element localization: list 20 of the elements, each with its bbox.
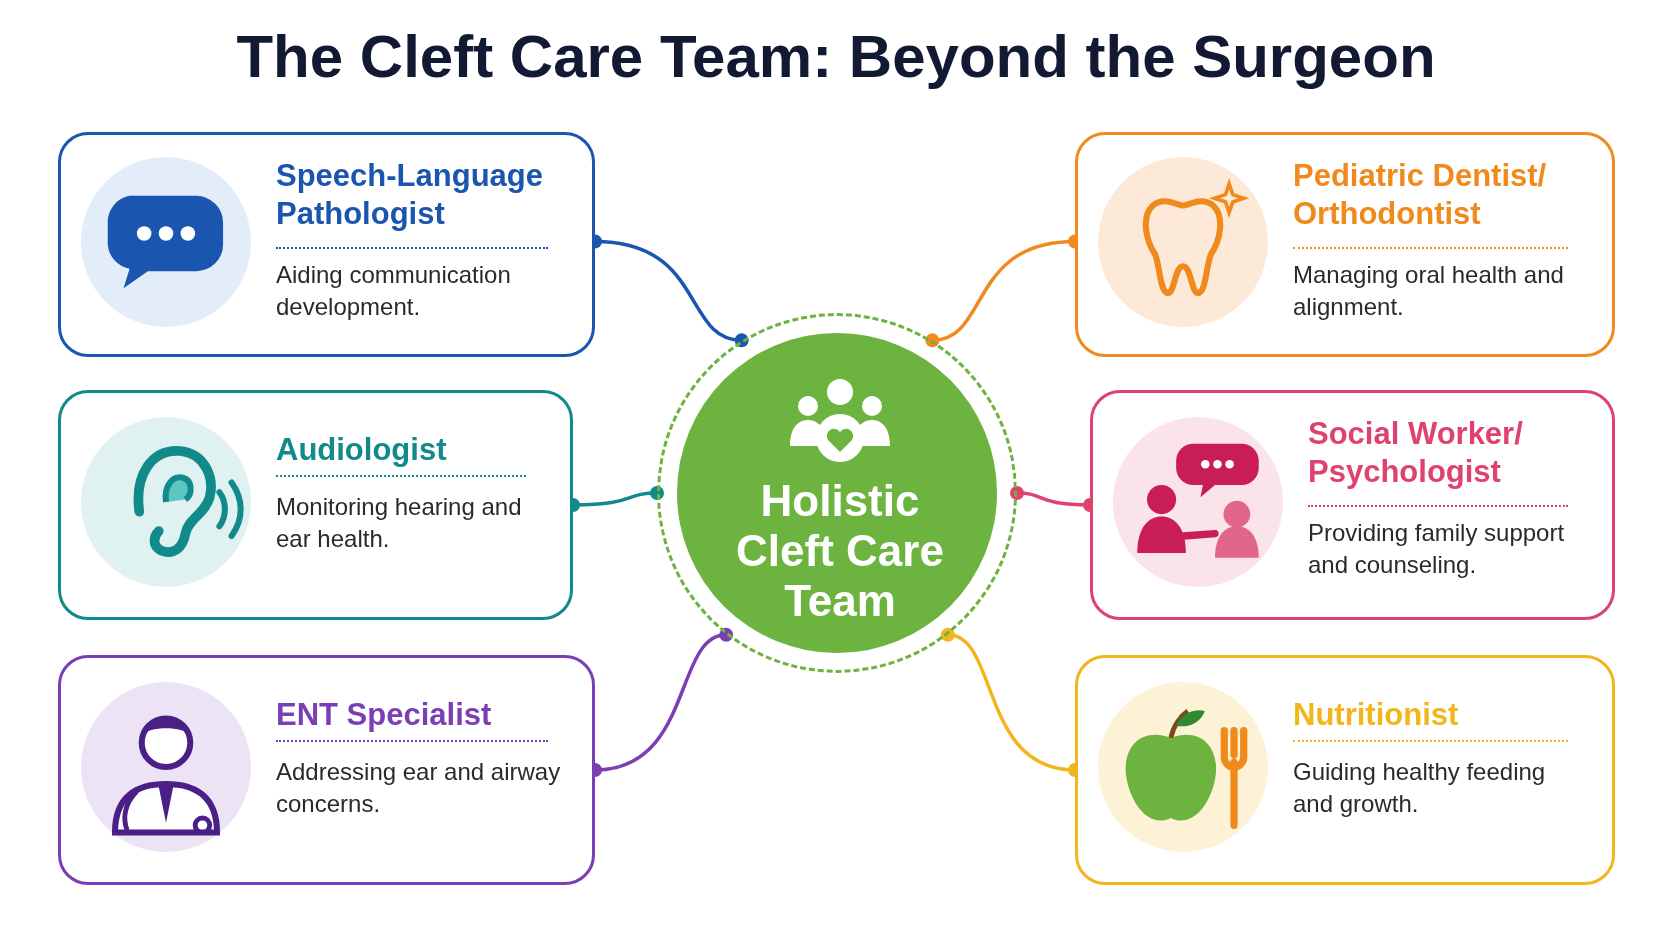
role-title: Pediatric Dentist/ Orthodontist <box>1293 157 1548 233</box>
role-description: Monitoring hearing and ear health. <box>276 492 523 554</box>
role-title: ENT Specialist <box>276 696 493 734</box>
hub-label: Holistic Cleft Care Team <box>735 476 945 626</box>
role-description: Managing oral health and alignment. <box>1293 260 1565 322</box>
role-card <box>58 390 573 620</box>
role-description: Addressing ear and airway concerns. <box>276 757 562 819</box>
title: The Cleft Care Team: Beyond the Surgeon <box>235 22 1437 91</box>
role-card <box>58 132 595 357</box>
role-description: Providing family support and counseling. <box>1308 518 1566 580</box>
role-card <box>58 655 595 885</box>
role-title: Speech-Language Pathologist <box>276 157 544 233</box>
role-description: Aiding communication development. <box>276 260 512 322</box>
role-card <box>1090 390 1615 620</box>
role-title: Social Worker/ Psychologist <box>1308 415 1524 491</box>
role-description: Guiding healthy feeding and growth. <box>1293 757 1547 819</box>
role-card <box>1075 655 1615 885</box>
role-card <box>1075 132 1615 357</box>
role-title: Nutritionist <box>1293 696 1460 734</box>
role-title: Audiologist <box>276 431 448 469</box>
